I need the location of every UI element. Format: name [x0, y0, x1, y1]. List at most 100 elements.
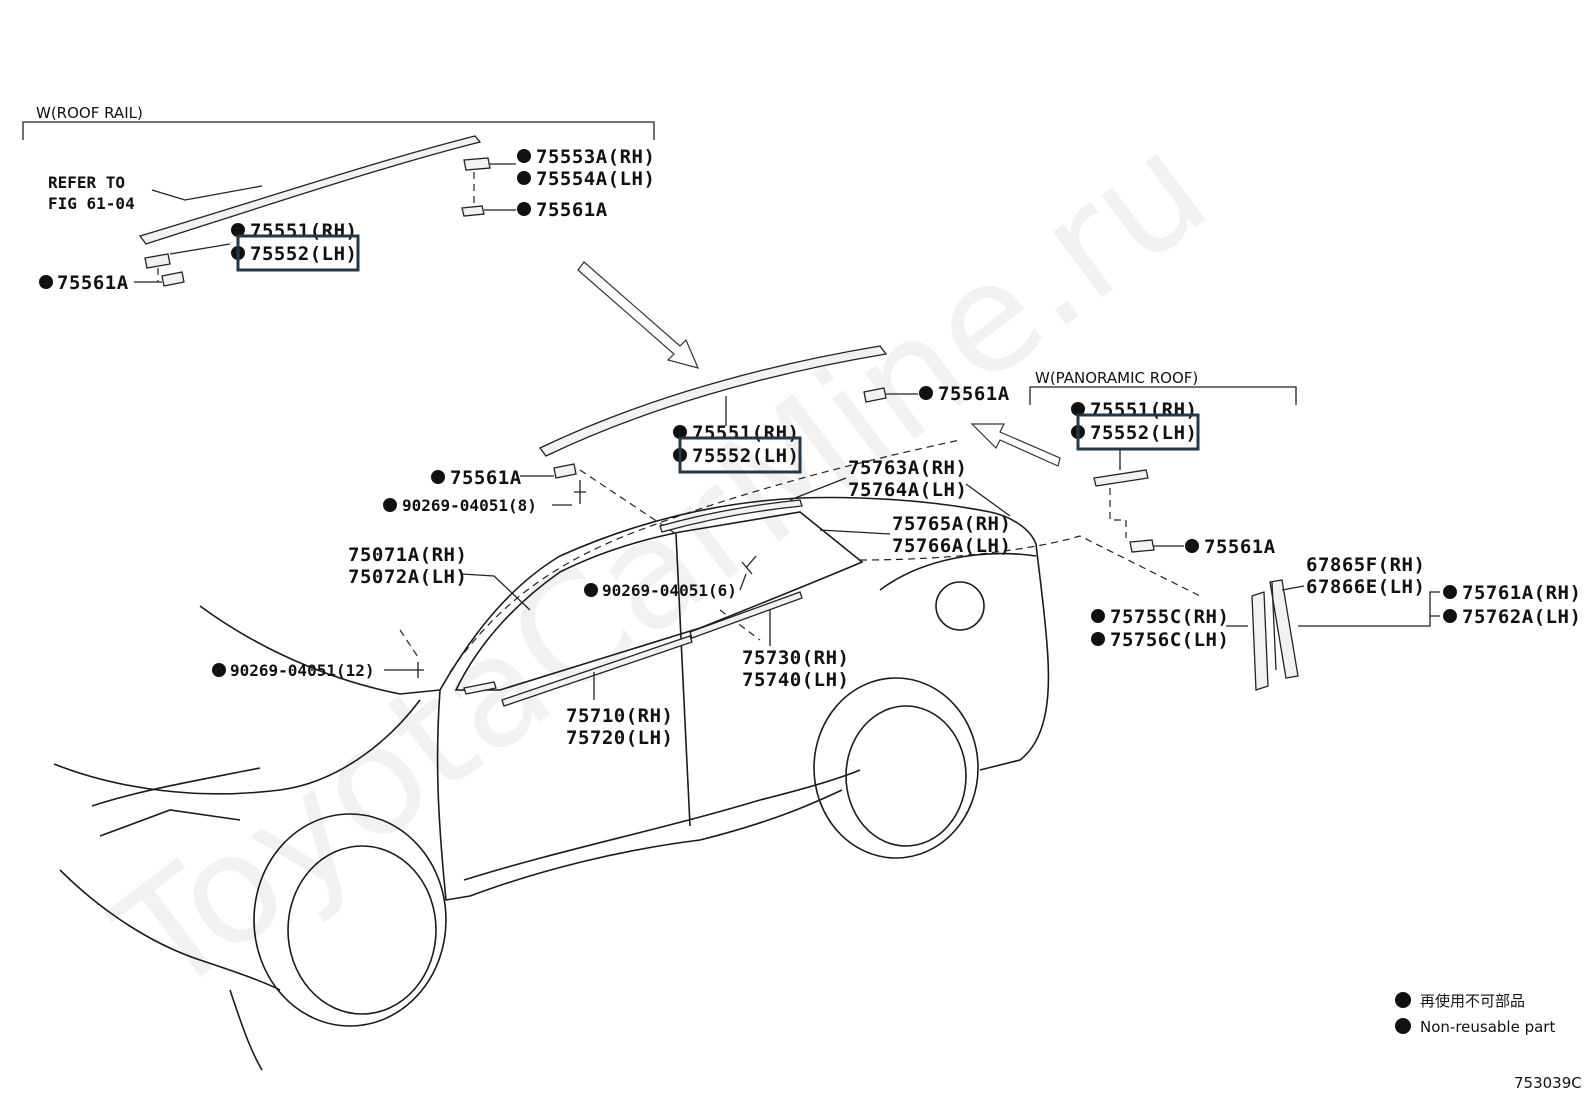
nonreusable-mark — [212, 663, 226, 677]
label-75720: 75720(LH) — [566, 727, 673, 749]
panoramic-header: W(PANORAMIC ROOF) — [1035, 369, 1198, 387]
leader-75071A — [461, 573, 531, 611]
nonreusable-mark — [1185, 539, 1199, 553]
nonreusable-mark — [673, 425, 687, 439]
label-75766A: 75766A(LH) — [892, 535, 1011, 557]
label-75561A-main-left: 75561A — [450, 467, 522, 489]
vehicle-outline — [53, 439, 1201, 1071]
dash-pano — [1109, 488, 1127, 538]
nonreusable-mark — [1091, 632, 1105, 646]
rear-end — [979, 543, 1050, 771]
label-75072A: 75072A(LH) — [348, 566, 467, 588]
fastener-12 — [412, 662, 424, 678]
hood-front — [53, 699, 421, 795]
refer-line2: FIG 61-04 — [48, 194, 135, 213]
belt-molding-front — [501, 635, 693, 707]
rear-wheel-arch — [813, 677, 979, 859]
highlight-box — [236, 234, 360, 272]
dash-pin-ref — [399, 629, 421, 661]
pillar-garnish-group: 67865F(RH) 67866E(LH) 75761A(RH) 75762A(… — [1091, 554, 1581, 691]
nonreusable-mark — [517, 171, 531, 185]
label-75561A-main-right: 75561A — [938, 383, 1010, 405]
legend-mark — [1395, 992, 1411, 1008]
leader-75764A — [965, 483, 1011, 517]
figure-id: 753039C — [1514, 1074, 1582, 1092]
front-wheel — [287, 845, 437, 1015]
leader-75765A — [819, 529, 891, 535]
panoramic-roof-group: W(PANORAMIC ROOF) 75551(RH) 75552(LH) 75… — [1029, 369, 1297, 558]
front-wheel-arch — [253, 813, 447, 1027]
side-window — [454, 511, 864, 691]
leader-75552 — [169, 243, 231, 255]
nonreusable-mark — [919, 386, 933, 400]
roof-rail-group: W(ROOF RAIL) REFER TO FIG 61-04 75553A(R… — [22, 104, 655, 294]
legend-jp: 再使用不可部品 — [1420, 992, 1525, 1010]
label-75551-pano: 75551(RH) — [1090, 399, 1197, 421]
label-75762A: 75762A(LH) — [1462, 606, 1581, 628]
label-75761A: 75761A(RH) — [1462, 582, 1581, 604]
label-67865F: 67865F(RH) — [1306, 554, 1425, 576]
pillar-garnish-outer — [1251, 591, 1269, 691]
dash-roof-ref — [449, 439, 961, 673]
rear-shoulder — [879, 552, 1037, 591]
fastener-6 — [741, 555, 757, 575]
nonreusable-mark — [383, 498, 397, 512]
panoramic-bracket — [1029, 386, 1297, 405]
label-75071A: 75071A(RH) — [348, 544, 467, 566]
front-corner-piece — [463, 681, 497, 695]
label-75755C: 75755C(RH) — [1110, 606, 1229, 628]
label-75553A: 75553A(RH) — [536, 146, 655, 168]
nonreusable-mark — [517, 149, 531, 163]
clip-part — [461, 205, 485, 217]
clip-part — [1129, 539, 1155, 553]
label-90269-6: 90269-04051(6) — [602, 581, 737, 600]
dash-clip-ref — [579, 469, 677, 535]
refer-leader — [151, 185, 263, 201]
b-pillar — [675, 533, 691, 827]
label-90269-8: 90269-04051(8) — [402, 496, 537, 515]
tail-lamp — [935, 581, 985, 631]
nonreusable-mark — [1071, 402, 1085, 416]
leader-67865F — [1281, 585, 1305, 591]
label-75554A: 75554A(LH) — [536, 168, 655, 190]
label-75756C: 75756C(LH) — [1110, 629, 1229, 651]
nonreusable-mark — [1443, 585, 1457, 599]
main-roof-molding: 75551(RH) 75552(LH) 75561A 75561A — [431, 345, 1010, 489]
front-fender — [229, 989, 263, 1071]
bracket-75761A — [1298, 591, 1440, 627]
label-75740: 75740(LH) — [742, 669, 849, 691]
pillar-edge — [1271, 581, 1277, 671]
rear-wheel — [845, 705, 967, 847]
roof-rail-part — [138, 135, 482, 245]
label-75551-main: 75551(RH) — [692, 422, 799, 444]
leader-90269-6 — [739, 573, 747, 591]
legend: 再使用不可部品 Non-reusable part — [1395, 992, 1555, 1036]
label-75552-highlighted: 75552(LH) — [250, 243, 357, 265]
label-75763A: 75763A(RH) — [848, 457, 967, 479]
roof-rail-bracket — [22, 121, 655, 140]
highlight-box — [1076, 413, 1200, 451]
label-75764A: 75764A(LH) — [848, 479, 967, 501]
direction-arrow — [577, 261, 700, 369]
rocker-line — [436, 689, 843, 901]
nonreusable-mark — [517, 202, 531, 216]
label-75730: 75730(RH) — [742, 647, 849, 669]
nonreusable-mark — [431, 470, 445, 484]
leader-75763A — [789, 477, 847, 501]
nonreusable-mark — [1443, 609, 1457, 623]
highlight-box — [678, 436, 802, 474]
body-crease — [463, 769, 861, 881]
roof-drip-molding — [659, 499, 803, 533]
headlamp — [91, 767, 261, 837]
label-67866E: 67866E(LH) — [1306, 576, 1425, 598]
label-75552-pano-highlighted: 75552(LH) — [1090, 422, 1197, 444]
rail-end-pad — [463, 157, 491, 171]
label-75765A: 75765A(RH) — [892, 513, 1011, 535]
label-75561A-left: 75561A — [57, 272, 129, 294]
label-75710: 75710(RH) — [566, 705, 673, 727]
fastener-8 — [574, 480, 586, 504]
roof-molding-part — [539, 345, 888, 457]
clip-part — [863, 387, 887, 403]
